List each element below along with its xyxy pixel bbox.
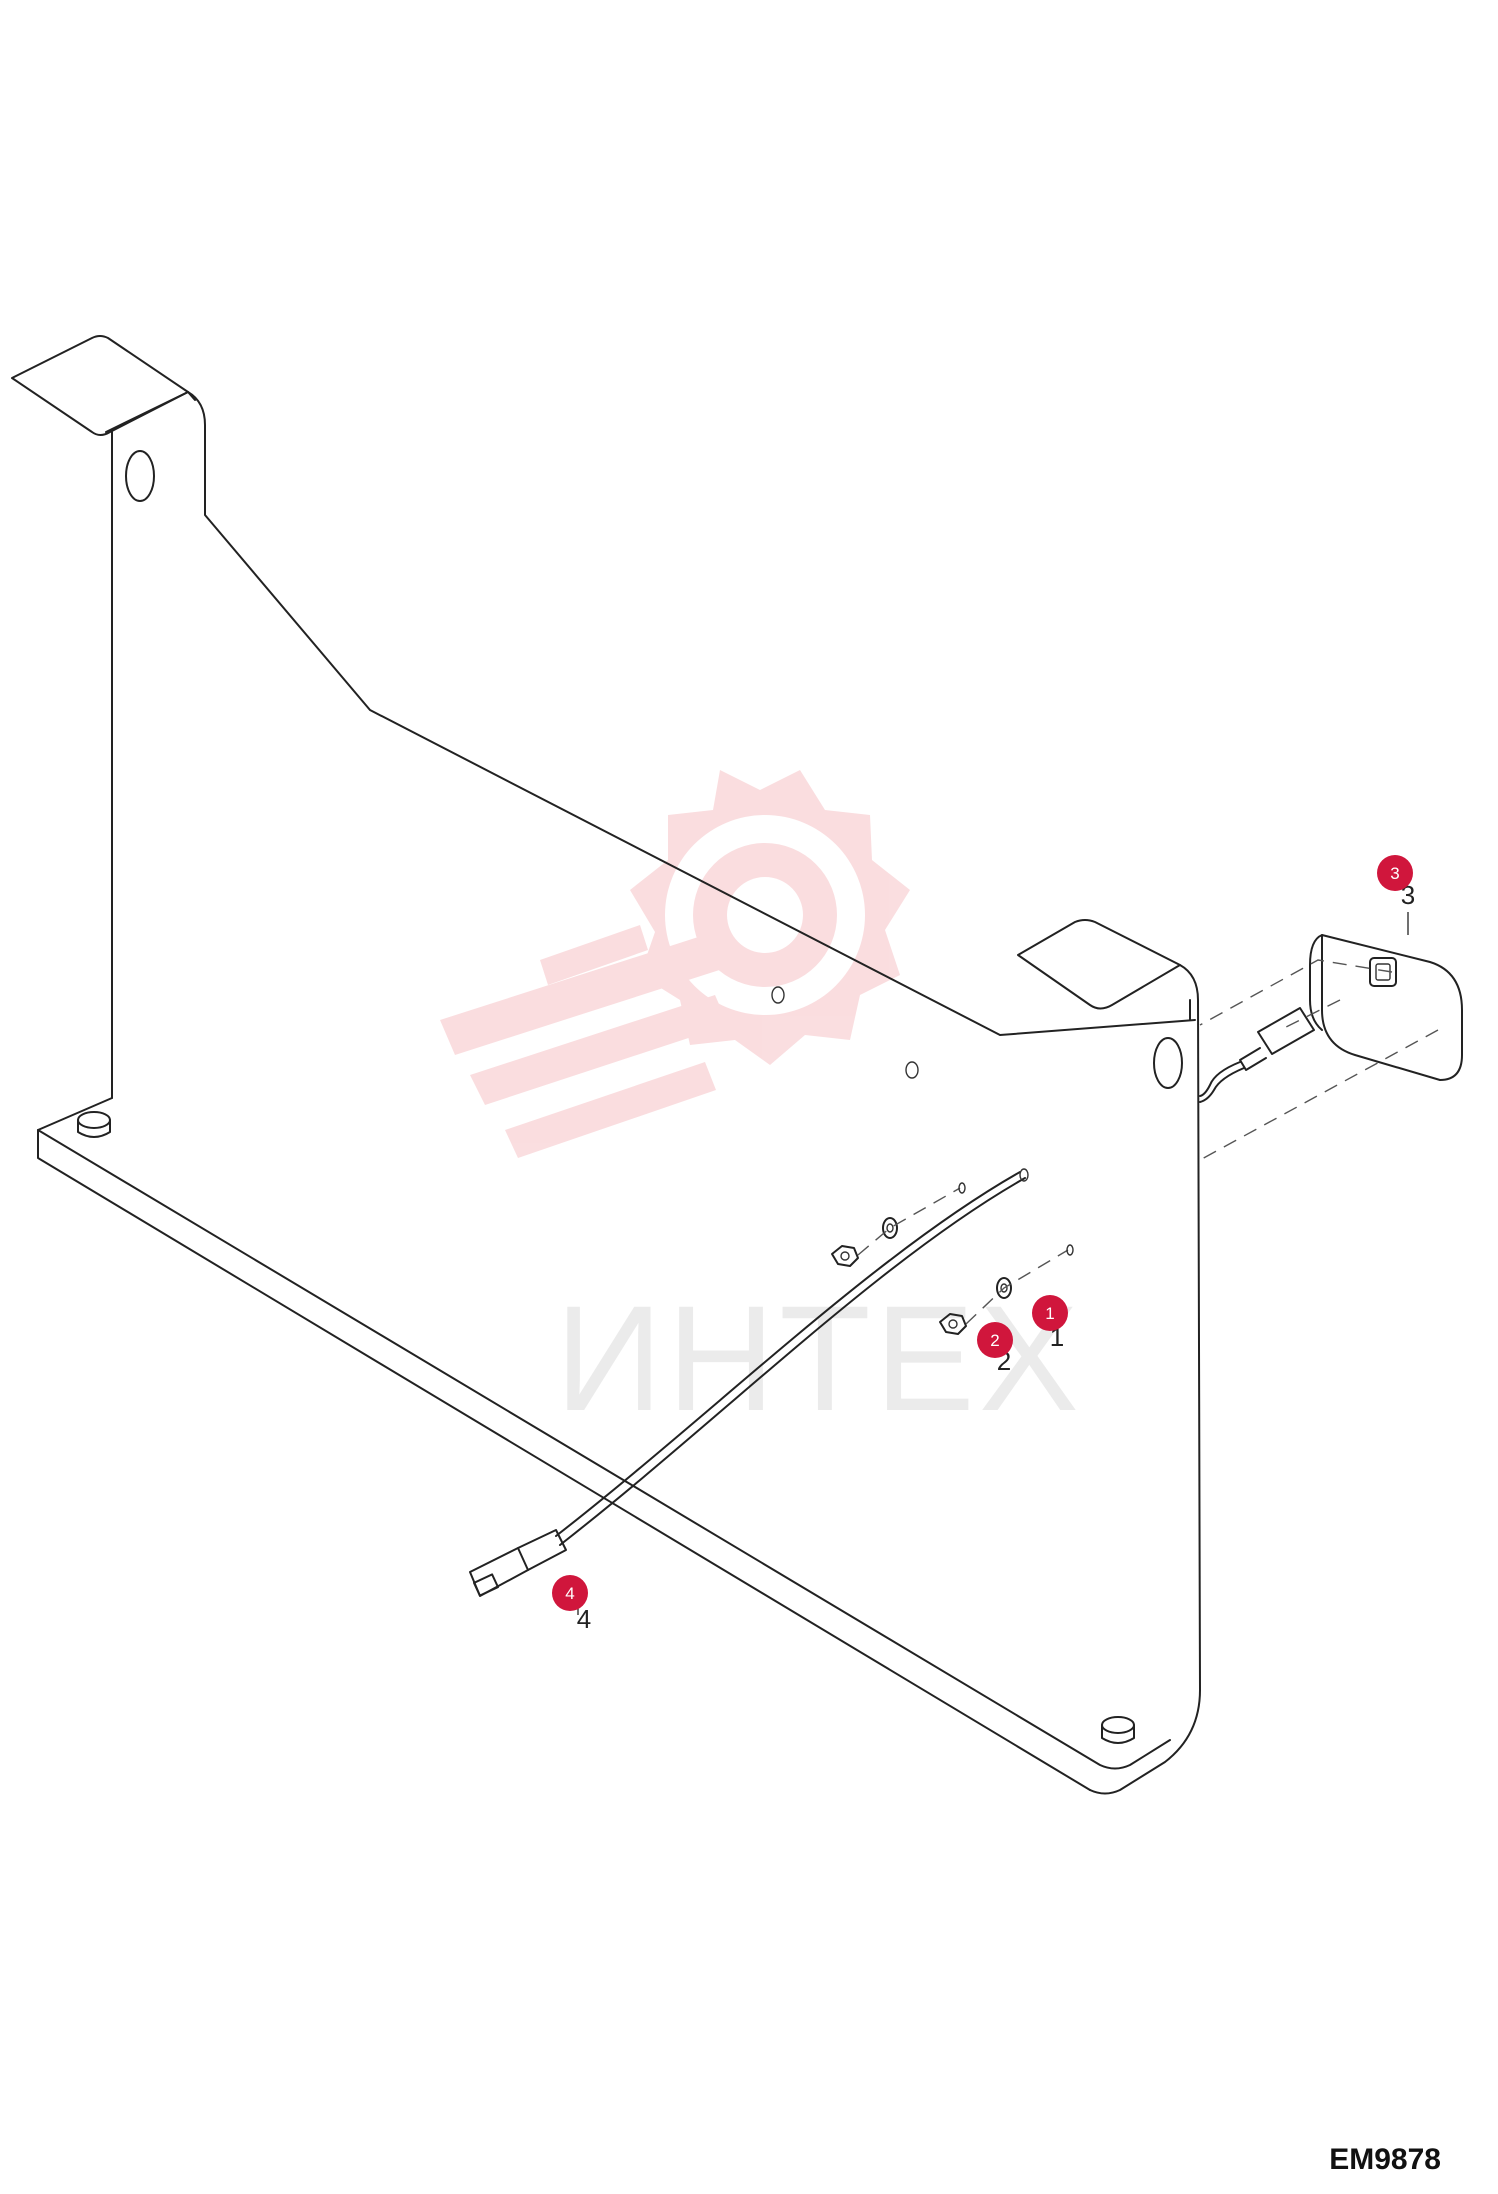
callout-1-label: 1 xyxy=(1045,1304,1054,1323)
callout-1[interactable]: 1 xyxy=(1032,1295,1068,1331)
part-number-4: 4 xyxy=(577,1604,591,1634)
light-connector xyxy=(1239,1007,1315,1071)
callout-1-badge[interactable] xyxy=(1032,1295,1068,1331)
watermark-text: ИНТЕХ xyxy=(555,1274,1083,1442)
light-assembly xyxy=(1199,934,1463,1161)
hardware xyxy=(831,1182,1074,1335)
figure-code: EM9878 xyxy=(1329,2143,1441,2176)
callout-3-label: 3 xyxy=(1390,864,1399,883)
callout-4[interactable]: 4 xyxy=(552,1575,588,1611)
callout-2-badge[interactable] xyxy=(977,1322,1013,1358)
callout-2[interactable]: 2 xyxy=(977,1322,1013,1358)
wire-harness xyxy=(469,1168,1029,1597)
callout-2-label: 2 xyxy=(990,1331,999,1350)
watermark: ИНТЕХ xyxy=(440,770,1083,1442)
callout-4-badge[interactable] xyxy=(552,1575,588,1611)
harness-connector xyxy=(469,1529,567,1597)
callout-4-label: 4 xyxy=(565,1584,574,1603)
mounting-bracket xyxy=(11,335,1201,1795)
callout-3-badge[interactable] xyxy=(1377,855,1413,891)
gear-wrench-watermark-icon xyxy=(440,770,910,1158)
washer-upper xyxy=(882,1217,898,1239)
nut-upper xyxy=(831,1245,859,1267)
washer-lower xyxy=(996,1277,1012,1299)
callout-3[interactable]: 3 xyxy=(1377,855,1413,891)
nut-lower xyxy=(939,1313,967,1335)
